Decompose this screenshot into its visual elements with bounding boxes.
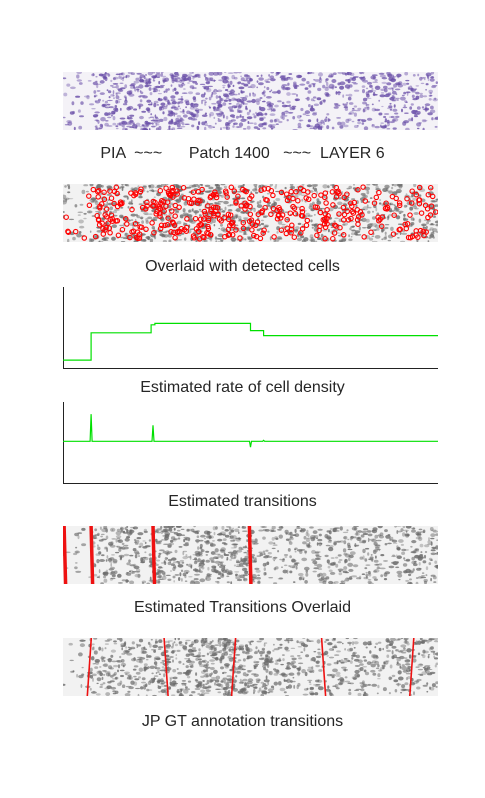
gt-transition-line [163, 638, 169, 696]
detected-cell-markers [63, 184, 438, 242]
estimated-transition-line [89, 526, 95, 584]
cell-texture [63, 72, 438, 130]
transitions-signal-line [63, 414, 438, 448]
estimated-transition-line [151, 526, 157, 584]
density-plot [63, 287, 438, 369]
gt-transition-line [320, 638, 327, 696]
gt-annotation-image [63, 638, 438, 696]
density-plot-caption: Estimated rate of cell density [140, 379, 345, 396]
transitions-plot-caption: Estimated transitions [168, 493, 317, 510]
gt-transition-line [86, 638, 93, 696]
estimated-transition-line [247, 526, 253, 584]
estimated-transitions-overlay-image [63, 526, 438, 584]
density-signal-line [63, 322, 438, 361]
gt-transition-line [409, 638, 415, 696]
stained-patch-image [63, 72, 438, 130]
overlay-cells-caption: Overlaid with detected cells [145, 258, 340, 275]
detected-cells-overlay-image [63, 184, 438, 242]
estimated-transition-line [63, 526, 68, 584]
gt-transition-line [230, 638, 237, 696]
cell-texture [63, 526, 438, 584]
detected-cells-svg [63, 184, 438, 242]
patch-header-caption: PIA ~~~ Patch 1400 ~~~ LAYER 6 [100, 145, 385, 162]
transitions-plot [63, 402, 438, 484]
gt-annotation-svg [63, 638, 438, 696]
density-plot-svg [63, 287, 438, 369]
estimated-transitions-svg [63, 526, 438, 584]
stained-patch-svg [63, 72, 438, 130]
transitions-plot-svg [63, 402, 438, 484]
gt-annotation-caption: JP GT annotation transitions [141, 713, 344, 730]
transitions-overlay-caption: Estimated Transitions Overlaid [134, 599, 351, 616]
